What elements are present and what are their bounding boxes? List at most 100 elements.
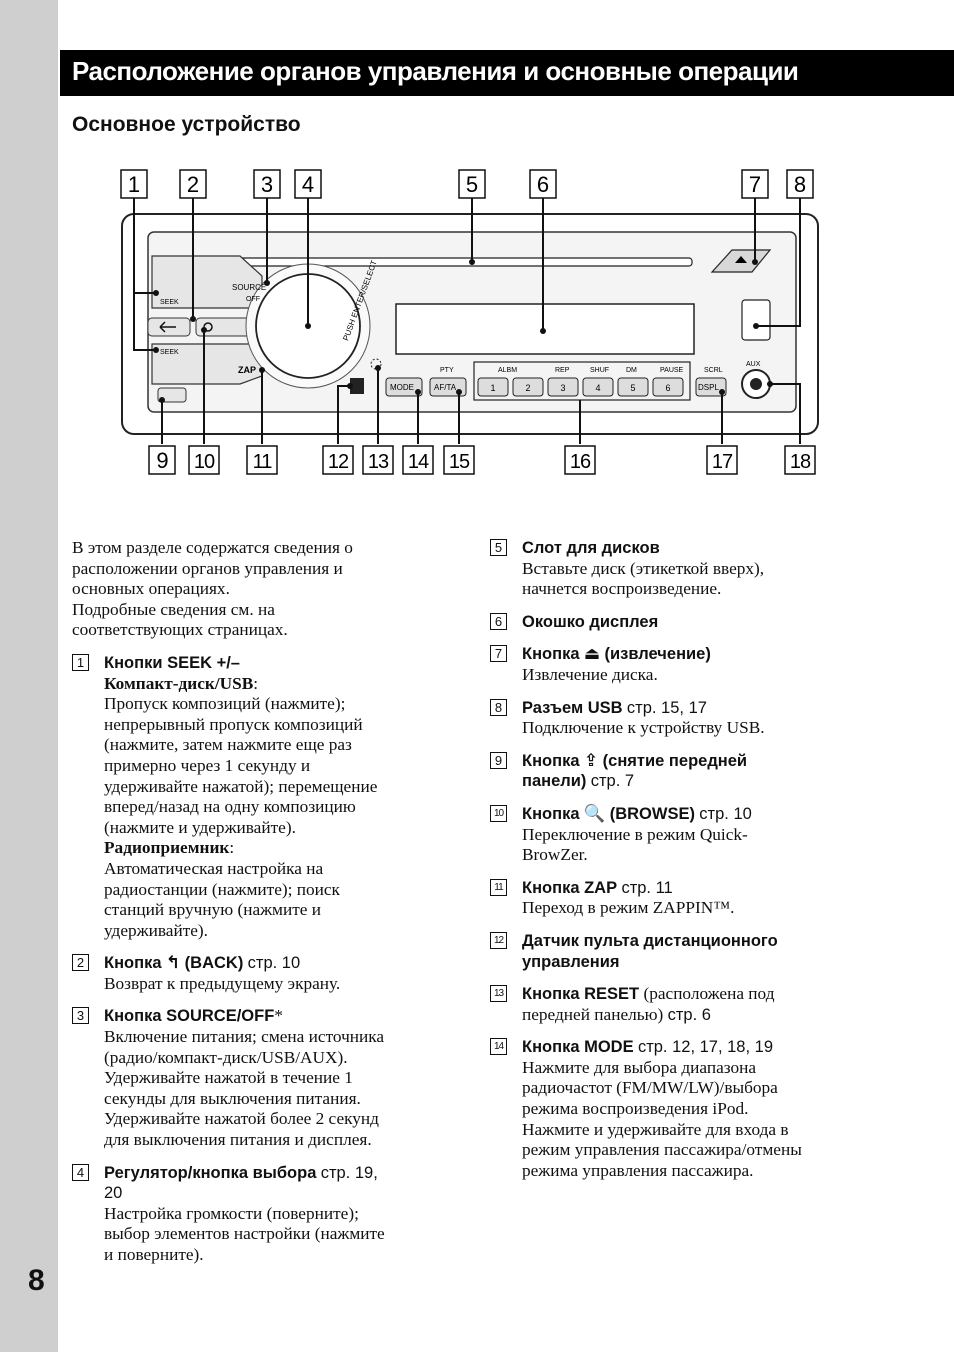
svg-text:1: 1 xyxy=(490,383,495,393)
eject-icon xyxy=(735,256,747,263)
legend-heading-cont: (извлечение) xyxy=(604,645,711,664)
callout-2: 2 xyxy=(179,169,207,199)
legend-number: 8 xyxy=(490,698,507,716)
svg-text:5: 5 xyxy=(466,172,478,197)
legend-number: 9 xyxy=(490,751,507,769)
dspl-button[interactable] xyxy=(695,377,727,397)
page-reference: стр. 10 xyxy=(699,804,752,823)
svg-text:2: 2 xyxy=(525,383,530,393)
usb-port[interactable] xyxy=(741,299,771,341)
svg-text:3: 3 xyxy=(261,172,273,197)
legend-text: режима воспроизведения iPod. xyxy=(522,1099,749,1119)
label-dspl: DSPL xyxy=(698,383,719,392)
preset-key-3[interactable]: 3 xyxy=(547,377,579,397)
legend-text: (радио/компакт-диск/USB/AUX). xyxy=(104,1047,348,1067)
legend-text: вперед/назад на одну композицию xyxy=(104,797,356,817)
legend-text: Переход в режим ZAPPIN™. xyxy=(522,898,735,918)
leader-lines xyxy=(133,198,801,444)
callout-4: 4 xyxy=(294,169,322,199)
unit-frame xyxy=(121,213,819,435)
legend-text: секунды для выключения питания. xyxy=(104,1088,361,1108)
legend-number: 10 xyxy=(490,804,507,822)
callout-16: 16 xyxy=(564,445,596,475)
preset-key-4[interactable]: 4 xyxy=(582,377,614,397)
legend-icon: ⏏ xyxy=(583,644,601,665)
page-title: Расположение органов управления и основн… xyxy=(72,56,799,86)
legend-text: удерживайте). xyxy=(104,920,208,940)
preset-key-6[interactable]: 6 xyxy=(652,377,684,397)
label-seek-minus: SEEK xyxy=(160,349,179,356)
legend-heading-cont: (BROWSE) xyxy=(609,804,695,823)
callout-11: 11 xyxy=(246,445,278,475)
legend-text: для выключения питания и дисплея. xyxy=(104,1130,372,1150)
svg-text:10: 10 xyxy=(194,451,215,473)
footnote-mark: * xyxy=(274,1006,283,1026)
intro-line: расположении органов управления и xyxy=(72,558,343,578)
callout-1: 1 xyxy=(120,169,148,199)
legend-text: Нажмите для выбора диапазона xyxy=(522,1057,757,1077)
svg-text:17: 17 xyxy=(712,451,733,473)
legend-heading: Кнопка xyxy=(522,645,580,664)
callout-18: 18 xyxy=(784,445,816,475)
label-aux: AUX xyxy=(746,361,761,368)
intro-line: соответствующих страницах. xyxy=(72,620,288,640)
svg-text:6: 6 xyxy=(537,172,549,197)
release-button[interactable] xyxy=(157,387,187,403)
callout-9: 9 xyxy=(148,445,176,475)
legend-text: Возврат к предыдущему экрану. xyxy=(104,973,341,993)
page-reference: стр. 7 xyxy=(590,772,635,791)
legend-heading: Кнопка SOURCE/OFF xyxy=(104,1007,275,1026)
label-dm: DM xyxy=(626,367,637,374)
section-subtitle: Основное устройство xyxy=(72,113,301,136)
mode-button[interactable] xyxy=(385,377,423,397)
callout-13: 13 xyxy=(362,445,394,475)
legend-subheading: Компакт-диск/USB xyxy=(104,673,254,693)
legend-number: 11 xyxy=(490,878,507,896)
reset-button[interactable] xyxy=(370,358,382,370)
svg-text:11: 11 xyxy=(253,451,273,473)
svg-text:18: 18 xyxy=(790,451,811,473)
legend-subheading: Радиоприемник xyxy=(104,838,230,858)
page-number: 8 xyxy=(28,1264,45,1297)
label-pause: PAUSE xyxy=(660,367,684,374)
preset-key-1[interactable]: 1 xyxy=(477,377,509,397)
legend-number: 3 xyxy=(72,1007,89,1025)
legend-number: 4 xyxy=(72,1163,89,1181)
legend-text: выбор элементов настройки (нажмите xyxy=(104,1224,385,1244)
legend-heading: Кнопки SEEK +/– xyxy=(104,653,240,672)
intro-line: основных операциях. xyxy=(72,579,230,599)
page-reference: стр. 10 xyxy=(247,954,301,973)
legend-text: Удерживайте нажатой более 2 секунд xyxy=(104,1109,379,1129)
legend-text: Переключение в режим Quick- xyxy=(522,824,748,844)
legend-number: 14 xyxy=(490,1038,507,1056)
back-icon xyxy=(159,321,176,333)
page-margin-band xyxy=(0,0,58,1352)
svg-text:6: 6 xyxy=(665,383,670,393)
legend-heading: Разъем USB xyxy=(522,698,623,717)
legend-heading: Кнопка xyxy=(522,751,580,770)
page-reference: стр. 19, xyxy=(320,1163,378,1182)
legend-heading-cont: управления xyxy=(522,952,620,971)
legend-text: радиочастот (FM/MW/LW)/выбора xyxy=(522,1078,778,1098)
label-af-ta: AF/TA xyxy=(434,383,457,392)
page-reference: 20 xyxy=(104,1184,123,1203)
preset-key-2[interactable]: 2 xyxy=(512,377,544,397)
page-reference: стр. 15, 17 xyxy=(626,698,707,717)
legend-text: и поверните). xyxy=(104,1245,204,1264)
legend-heading: Датчик пульта дистанционного xyxy=(522,931,778,950)
preset-key-5[interactable]: 5 xyxy=(617,377,649,397)
legend-text: Нажмите и удерживайте для входа в xyxy=(522,1119,789,1139)
legend-text: Пропуск композиций (нажмите); xyxy=(104,694,346,714)
legend-heading-cont: (BACK) xyxy=(184,954,244,973)
legend-text: Извлечение диска. xyxy=(522,664,658,684)
seek-minus-button[interactable] xyxy=(151,343,263,385)
